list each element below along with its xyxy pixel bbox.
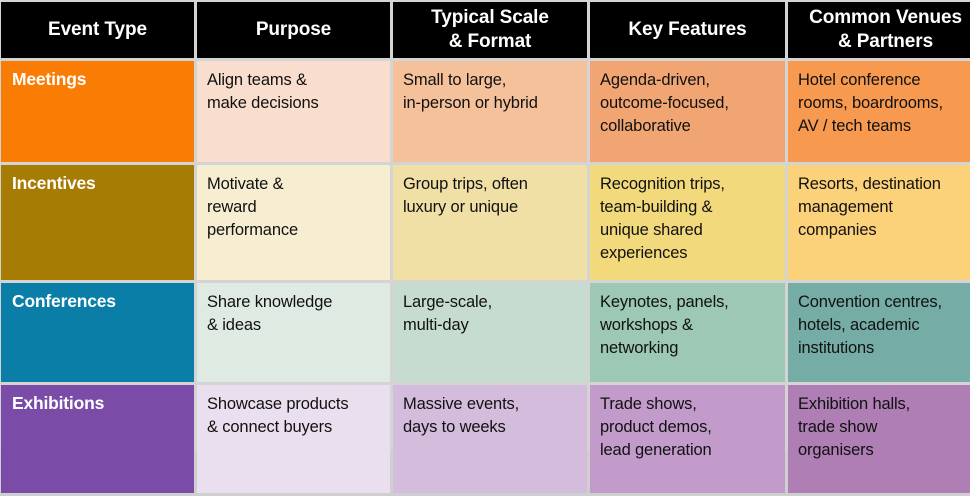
cell-text-line: workshops & [600, 316, 693, 335]
table-row: Exhibitions Showcase products & connect b… [1, 385, 970, 493]
column-header-event-type: Event Type [1, 2, 194, 58]
header-line-1: Key Features [628, 19, 747, 41]
cell-text-line: Recognition trips, [600, 175, 725, 193]
table-body: Meetings Align teams & make decisions Sma… [1, 61, 970, 493]
cell-text-line: Hotel conference [798, 71, 921, 89]
header-line-2: & Partners [837, 31, 934, 52]
cell-text-line: luxury or unique [403, 198, 519, 217]
cell-text-line: institutions [798, 339, 875, 358]
cell-text-line: Motivate & [207, 175, 284, 193]
cell-common-venues: Resorts, destination management companies [788, 165, 970, 280]
cell-text-line: lead generation [600, 441, 712, 460]
cell-key-features: Trade shows, product demos, lead generatio… [590, 385, 785, 493]
cell-text-line: Resorts, destination [798, 175, 941, 193]
header-line-1: Event Type [48, 19, 147, 41]
column-header-key-features: Key Features [590, 2, 785, 58]
cell-text-line: Group trips, often [403, 175, 528, 193]
cell-key-features: Recognition trips, team-building & unique … [590, 165, 785, 280]
cell-text-line: AV / tech teams [798, 117, 911, 136]
cell-typical-scale: Large-scale, multi-day [393, 283, 587, 382]
table-row: Conferences Share knowledge & ideas Large… [1, 283, 970, 382]
cell-text-line: performance [207, 221, 298, 240]
cell-category: Meetings [1, 61, 194, 162]
cell-text-line: days to weeks [403, 418, 506, 437]
cell-text-line: reward [207, 198, 257, 217]
cell-text-line: product demos, [600, 418, 712, 437]
cell-text-line: Massive events, [403, 395, 520, 413]
cell-text-line: management [798, 198, 893, 217]
cell-text-line: Align teams & [207, 71, 307, 89]
cell-key-features: Keynotes, panels, workshops & networking [590, 283, 785, 382]
cell-text-line: Showcase products [207, 395, 349, 413]
cell-text-line: multi-day [403, 316, 469, 335]
cell-text-line: Keynotes, panels, [600, 293, 729, 311]
cell-category: Exhibitions [1, 385, 194, 493]
cell-purpose: Showcase products & connect buyers [197, 385, 390, 493]
header-line-1: Purpose [255, 19, 332, 41]
column-header-common-venues-partners: Common Venues & Partners [788, 2, 970, 58]
cell-text-line: Small to large, [403, 71, 507, 89]
cell-purpose: Motivate & reward performance [197, 165, 390, 280]
header-line-1: Common Venues [809, 7, 962, 29]
cell-common-venues: Convention centres, hotels, academic insti… [788, 283, 970, 382]
cell-text-line: Agenda-driven, [600, 71, 710, 89]
cell-common-venues: Exhibition halls, trade show organisers [788, 385, 970, 493]
cell-text-line: Convention centres, [798, 293, 942, 311]
cell-typical-scale: Massive events, days to weeks [393, 385, 587, 493]
cell-purpose: Share knowledge & ideas [197, 283, 390, 382]
cell-typical-scale: Small to large, in-person or hybrid [393, 61, 587, 162]
cell-text-line: in-person or hybrid [403, 94, 538, 113]
cell-purpose: Align teams & make decisions [197, 61, 390, 162]
table-row: Meetings Align teams & make decisions Sma… [1, 61, 970, 162]
column-header-purpose: Purpose [197, 2, 390, 58]
cell-text-line: Trade shows, [600, 395, 697, 413]
cell-typical-scale: Group trips, often luxury or unique [393, 165, 587, 280]
header-line-1: Typical Scale [431, 7, 549, 29]
cell-category: Incentives [1, 165, 194, 280]
cell-text-line: hotels, academic [798, 316, 920, 335]
cell-common-venues: Hotel conference rooms, boardrooms, AV / t… [788, 61, 970, 162]
header-row: Event Type Purpose Typical Scale & Forma… [1, 2, 970, 58]
cell-text-line: rooms, boardrooms, [798, 94, 943, 113]
column-header-typical-scale-format: Typical Scale & Format [393, 2, 587, 58]
cell-category: Conferences [1, 283, 194, 382]
cell-text-line: collaborative [600, 117, 691, 136]
cell-text-line: & connect buyers [207, 418, 333, 437]
cell-key-features: Agenda-driven, outcome-focused, collaborat… [590, 61, 785, 162]
table-header: Event Type Purpose Typical Scale & Forma… [1, 2, 970, 58]
cell-text-line: trade show [798, 418, 878, 437]
cell-text-line: networking [600, 339, 679, 358]
cell-text-line: unique shared [600, 221, 703, 240]
cell-text-line: experiences [600, 244, 688, 263]
cell-text-line: Share knowledge [207, 293, 333, 311]
cell-text-line: outcome-focused, [600, 94, 729, 113]
cell-text-line: team-building & [600, 198, 713, 217]
cell-text-line: companies [798, 221, 877, 240]
header-line-2: & Format [448, 31, 532, 52]
cell-text-line: Large-scale, [403, 293, 492, 311]
cell-text-line: make decisions [207, 94, 319, 113]
table-row: Incentives Motivate & reward performance G… [1, 165, 970, 280]
cell-text-line: organisers [798, 441, 874, 460]
cell-text-line: Exhibition halls, [798, 395, 911, 413]
cell-text-line: & ideas [207, 316, 261, 335]
